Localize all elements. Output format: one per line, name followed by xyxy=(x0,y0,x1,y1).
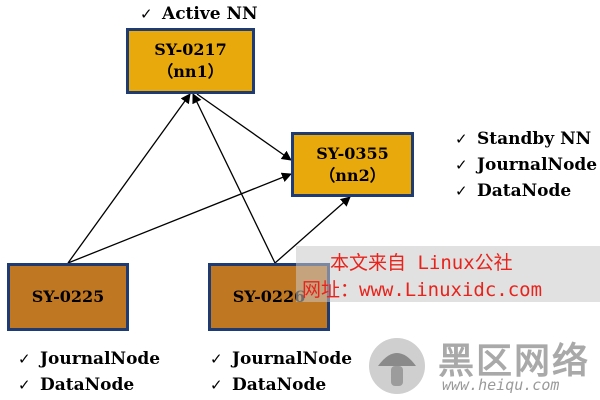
role-item: ✓ DataNode xyxy=(18,372,160,398)
node-sy-0225: SY-0225 xyxy=(7,263,129,331)
roles-standby: ✓ Standby NN ✓ JournalNode ✓ DataNode xyxy=(455,126,597,204)
role-label: DataNode xyxy=(232,375,327,395)
node-sy-0355-alias: （nn2） xyxy=(319,165,386,185)
arrow-0226-to-0355 xyxy=(274,196,351,264)
node-sy-0225-name: SY-0225 xyxy=(31,287,105,307)
check-icon: ✓ xyxy=(210,376,223,394)
node-sy-0226: SY-0226 xyxy=(208,263,330,331)
role-label: Active NN xyxy=(162,4,258,24)
role-label: JournalNode xyxy=(232,349,353,369)
role-item: ✓ JournalNode xyxy=(455,152,597,178)
arrow-0217-to-0355 xyxy=(196,93,292,161)
node-sy-0217: SY-0217 （nn1） xyxy=(126,28,255,94)
check-icon: ✓ xyxy=(140,5,153,23)
brand-watermark: 黑区网络 www.heiqu.com xyxy=(360,330,600,400)
node-sy-0217-name: SY-0217 xyxy=(154,40,227,60)
watermark-line-1: 本文来自 Linux公社 xyxy=(330,252,513,274)
node-sy-0217-alias: （nn1） xyxy=(157,62,224,81)
role-label: JournalNode xyxy=(477,155,598,175)
roles-sy-0225: ✓ JournalNode ✓ DataNode xyxy=(18,346,160,398)
role-item: ✓ Standby NN xyxy=(455,126,597,152)
role-label: DataNode xyxy=(477,181,572,201)
watermark-line-2: 网址：www.Linuxidc.com xyxy=(302,279,543,301)
brand-url: www.heiqu.com xyxy=(442,376,560,394)
check-icon: ✓ xyxy=(455,182,468,200)
role-label: DataNode xyxy=(40,375,135,395)
brand-name: 黑区网络 xyxy=(438,341,591,382)
role-item: ✓ DataNode xyxy=(455,178,597,204)
mushroom-logo-icon xyxy=(369,338,425,394)
watermark-banner: 本文来自 Linux公社 网址：www.Linuxidc.com xyxy=(296,246,600,302)
role-item: ✓ JournalNode xyxy=(210,346,352,372)
check-icon: ✓ xyxy=(455,156,468,174)
role-label: Standby NN xyxy=(477,129,592,149)
check-icon: ✓ xyxy=(18,376,31,394)
check-icon: ✓ xyxy=(455,130,468,148)
role-item: ✓ Active NN xyxy=(140,1,258,27)
arrow-0225-to-0355 xyxy=(67,172,292,264)
arrow-0225-to-0217 xyxy=(67,93,191,264)
roles-active: ✓ Active NN xyxy=(140,1,258,27)
role-item: ✓ DataNode xyxy=(210,372,352,398)
role-label: JournalNode xyxy=(40,349,161,369)
node-sy-0226-name: SY-0226 xyxy=(232,287,306,307)
roles-sy-0226: ✓ JournalNode ✓ DataNode xyxy=(210,346,352,398)
node-sy-0355: SY-0355 （nn2） xyxy=(291,132,414,197)
check-icon: ✓ xyxy=(18,350,31,368)
node-sy-0355-name: SY-0355 xyxy=(316,143,389,163)
role-item: ✓ JournalNode xyxy=(18,346,160,372)
check-icon: ✓ xyxy=(210,350,223,368)
arrow-0226-to-0217 xyxy=(192,93,276,264)
